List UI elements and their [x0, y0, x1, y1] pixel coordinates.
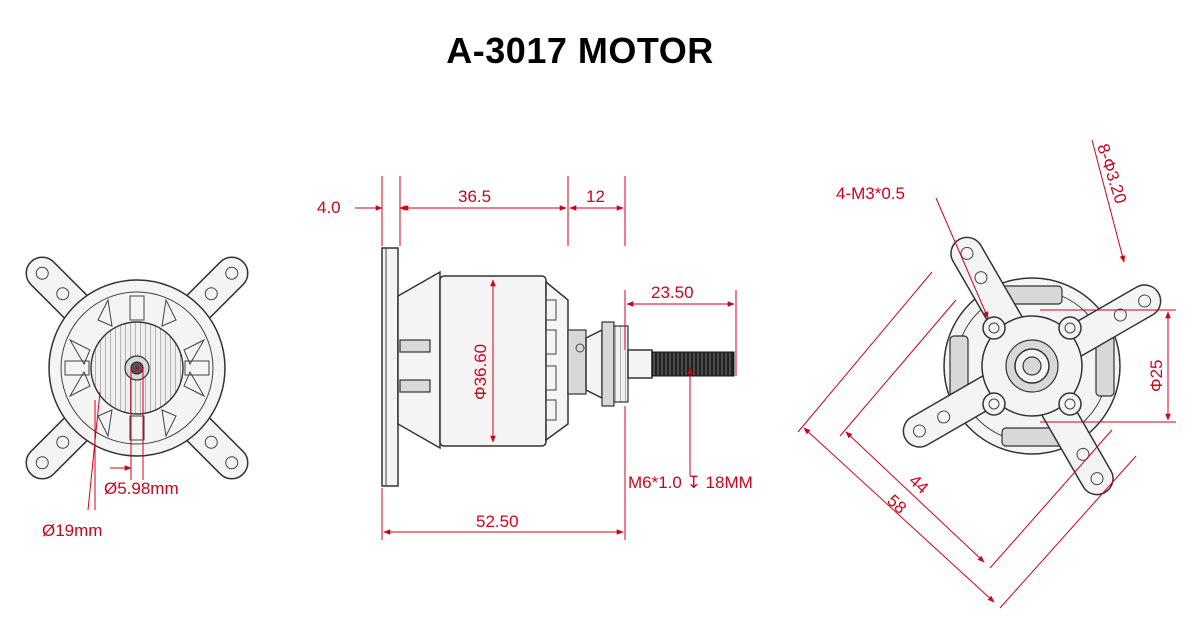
rear-view: 4-M3*0.5 8-Φ3.20 Φ25 44 58 — [797, 139, 1176, 609]
shaft-diameter-label: Ø5.98mm — [104, 479, 179, 498]
front-view: Ø5.98mm Ø19mm — [25, 256, 249, 540]
page-title: A-3017 MOTOR — [446, 30, 714, 71]
inner-spacing-label: Φ25 — [1147, 360, 1166, 392]
rear-screw-holes — [982, 316, 1082, 416]
side-view: 4.0 36.5 12 23.50 Φ36.60 M6*1.0 ↧ 18MM 5… — [317, 176, 753, 540]
side-mount-cone — [397, 270, 441, 450]
inner-hole-spacing-label: 44 — [905, 471, 932, 498]
front-vents — [64, 295, 210, 441]
body-length-label: 36.5 — [458, 187, 491, 206]
side-mount-plate — [381, 247, 399, 487]
side-threaded-shaft — [651, 351, 735, 377]
outer-hole-spacing-label: 58 — [883, 491, 910, 518]
body-diameter-label: Φ36.60 — [471, 344, 490, 400]
shaft-length-label: 23.50 — [651, 283, 694, 302]
total-length-label: 52.50 — [476, 512, 519, 531]
side-collet — [613, 325, 629, 403]
screw-holes-label: 4-M3*0.5 — [836, 184, 905, 203]
shaft-thread-label: M6*1.0 ↧ 18MM — [628, 473, 753, 492]
mount-thickness-label: 4.0 — [317, 198, 341, 217]
hub-diameter-label: Ø19mm — [42, 521, 102, 540]
front-section-label: 12 — [586, 187, 605, 206]
mount-holes-label: 8-Φ3.20 — [1093, 141, 1130, 206]
